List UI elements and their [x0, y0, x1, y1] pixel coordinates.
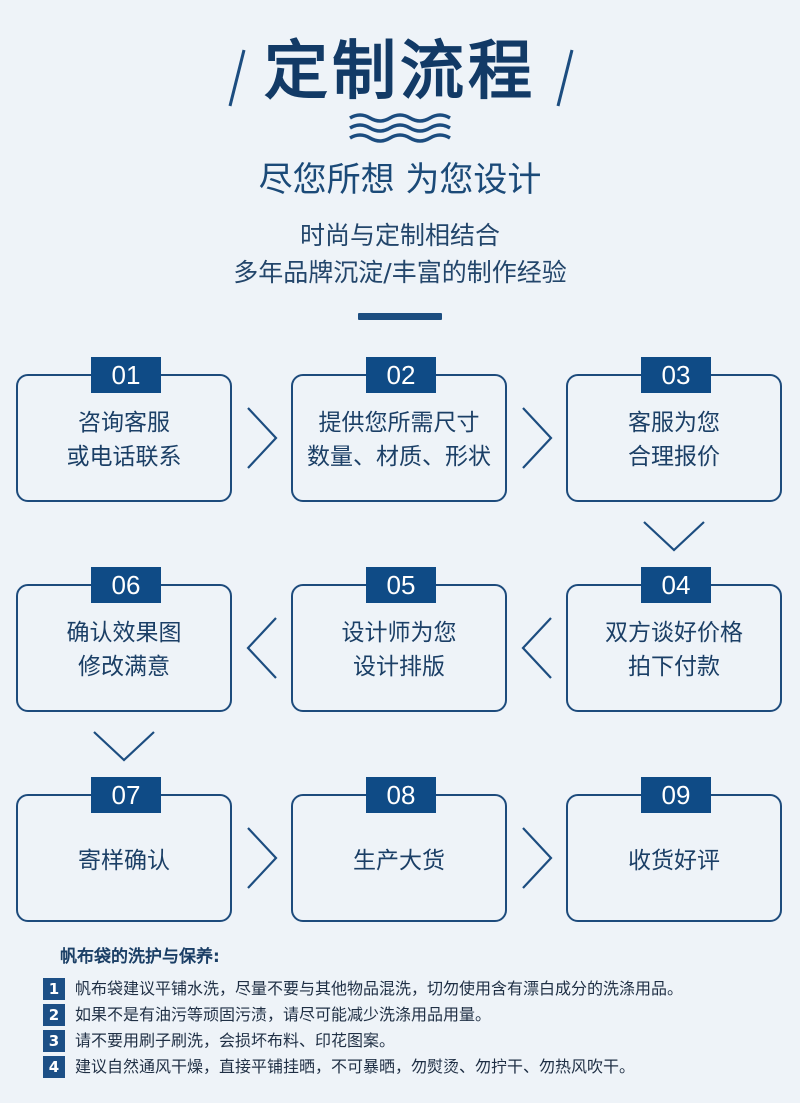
tagline-1: 时尚与定制相结合: [299, 221, 500, 250]
care-number: 2: [43, 1004, 65, 1026]
step-label: 双方谈好价格拍下付款: [605, 620, 743, 680]
step-label: 咨询客服或电话联系: [66, 410, 182, 470]
care-number: 1: [43, 978, 65, 1000]
step-number: 07: [91, 777, 161, 813]
arrow-left-icon: [246, 617, 277, 679]
step-number: 01: [91, 357, 161, 393]
arrow-right-icon: [247, 827, 278, 889]
step-number: 08: [366, 777, 436, 813]
care-title: 帆布袋的洗护与保养:: [60, 947, 220, 967]
step-label: 确认效果图修改满意: [66, 620, 182, 680]
step-number: 09: [641, 777, 711, 813]
arrow-down-icon: [643, 521, 705, 552]
step-label: 收货好评: [628, 848, 720, 874]
step-number: 02: [366, 357, 436, 393]
step-label: 生产大货: [353, 848, 445, 874]
step-number: 03: [641, 357, 711, 393]
step-08: 08 生产大货: [291, 777, 507, 922]
wave-icon: [349, 113, 451, 143]
step-number: 06: [91, 567, 161, 603]
slash-right-icon: [556, 49, 574, 107]
step-label: 设计师为您设计排版: [341, 620, 457, 680]
step-02: 02 提供您所需尺寸数量、材质、形状: [291, 357, 507, 502]
step-label: 客服为您合理报价: [628, 410, 720, 470]
care-text: 帆布袋建议平铺水洗，尽量不要与其他物品混洗，切勿使用含有漂白成分的洗涤用品。: [75, 979, 684, 998]
arrow-down-icon: [93, 731, 155, 762]
tagline-2: 多年品牌沉淀/丰富的制作经验: [233, 258, 567, 287]
step-07: 07 寄样确认: [16, 777, 232, 922]
care-text: 如果不是有油污等顽固污渍，请尽可能减少洗涤用品用量。: [75, 1005, 492, 1024]
arrow-right-icon: [522, 407, 553, 469]
step-03: 03 客服为您合理报价: [566, 357, 782, 502]
step-05: 05 设计师为您设计排版: [291, 567, 507, 712]
step-label: 提供您所需尺寸数量、材质、形状: [307, 410, 491, 470]
step-number: 04: [641, 567, 711, 603]
care-text: 建议自然通风干燥，直接平铺挂晒，不可暴晒，勿熨烫、勿拧干、勿热风吹干。: [75, 1057, 636, 1076]
step-01: 01 咨询客服或电话联系: [16, 357, 232, 502]
step-09: 09 收货好评: [566, 777, 782, 922]
arrow-right-icon: [247, 407, 278, 469]
page-title: 定制流程: [264, 35, 536, 109]
slash-left-icon: [228, 49, 246, 107]
step-04: 04 双方谈好价格拍下付款: [566, 567, 782, 712]
divider: [358, 313, 442, 320]
step-06: 06 确认效果图修改满意: [16, 567, 232, 712]
arrow-left-icon: [521, 617, 552, 679]
header: 定制流程: [0, 18, 800, 108]
care-text: 请不要用刷子刷洗，会损坏布料、印花图案。: [75, 1031, 396, 1050]
care-number: 3: [43, 1030, 65, 1052]
subtitle: 尽您所想 为您设计: [258, 160, 542, 200]
step-label: 寄样确认: [78, 848, 170, 874]
step-number: 05: [366, 567, 436, 603]
arrow-right-icon: [522, 827, 553, 889]
care-number: 4: [43, 1056, 65, 1078]
